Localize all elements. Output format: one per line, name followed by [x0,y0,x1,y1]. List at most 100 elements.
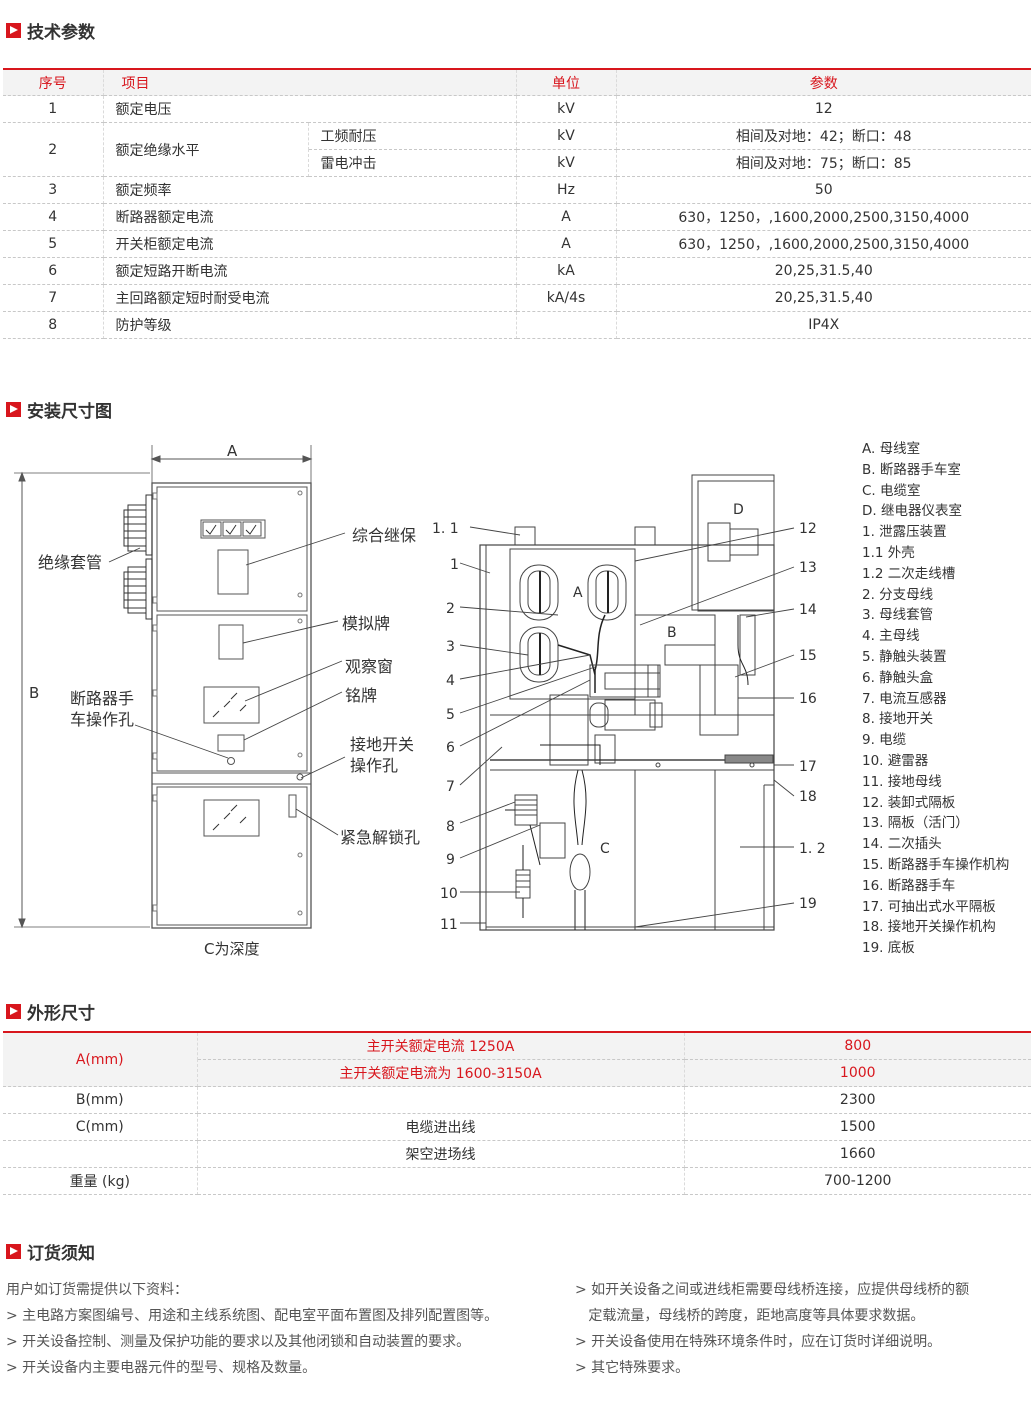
order-item: > 如开关设备之间或进线柜需要母线桥连接，应提供母线桥的额 [575,1282,970,1298]
callout-number: 5 [446,707,455,723]
relay-label: 综合继保 [352,526,416,545]
cell-no: 5 [3,230,104,258]
diagram-legend: A. 母线室 B. 断路器手车室 C. 电缆室 D. 继电器仪表室 1. 泄露压… [862,439,1009,959]
cell-item: 额定绝缘水平 [103,122,309,177]
nameplate-label: 铭牌 [345,686,377,705]
order-item: > 开关设备内主要电器元件的型号、规格及数量。 [6,1360,317,1376]
breaker-hole-label-1: 断路器手 [70,689,134,708]
callout-number: 2 [446,601,455,617]
cell-no: 8 [3,311,104,339]
cell-unit: kA/4s [516,284,617,312]
callout-number: 7 [446,779,455,795]
callout-number: 1. 1 [432,521,459,537]
cell-unit: A [516,230,617,258]
dim-b-label: B [29,684,39,702]
cell-no: 1 [3,95,104,123]
table-row: 8 防护等级 IP4X [3,311,1031,339]
room-d-label: D [733,502,744,518]
table-row: C(mm) 电缆进出线 1500 [3,1113,1031,1141]
section-header-tech: 技术参数 [6,18,95,43]
cell-condition [197,1086,685,1114]
cell-value: 1000 [684,1059,1031,1087]
red-arrow-icon [6,22,21,38]
depth-note: C为深度 [204,940,259,958]
room-a-label: A [573,585,583,601]
cell-unit [516,311,617,339]
header-cell: 单位 [516,68,617,96]
red-arrow-icon [6,401,21,417]
section-header-order: 订货须知 [6,1239,95,1264]
legend-item: 3. 母线套管 [862,607,934,624]
section-title: 外形尺寸 [27,1003,95,1024]
cell-unit: kV [516,122,617,150]
table-row: 主开关额定电流为 1600-3150A 1000 [3,1059,1031,1087]
table-row: A(mm) 主开关额定电流 1250A 800 [3,1031,1031,1087]
cell-condition: 架空进场线 [197,1140,685,1168]
header-cell: 序号 [3,68,104,96]
callout-number: 1 [450,557,459,573]
legend-item: 4. 主母线 [862,628,920,645]
cell-value: IP4X [616,311,1031,339]
legend-item: 11. 接地母线 [862,773,942,790]
callout-number: 9 [446,852,455,868]
cell-value: 20,25,31.5,40 [616,257,1031,285]
order-notes-left: 用户如订货需提供以下资料： > 主电路方案图编号、用途和主线系统图、配电室平面布… [6,1277,498,1381]
cell-no: 4 [3,203,104,231]
callout-number: 4 [446,673,455,689]
cell-unit: kV [516,95,617,123]
cell-unit: kV [516,149,617,177]
window-label: 观察窗 [345,657,393,676]
legend-item: 14. 二次插头 [862,836,942,853]
section-title: 订货须知 [27,1243,95,1264]
cell-item: 防护等级 [103,311,517,339]
callout-number: 18 [799,789,817,805]
order-item: > 开关设备控制、测量及保护功能的要求以及其他闭锁和自动装置的要求。 [6,1334,471,1350]
cell-item: 额定频率 [103,176,517,204]
red-arrow-icon [6,1243,21,1259]
callout-number: 3 [446,639,455,655]
cell-item: 额定短路开断电流 [103,257,517,285]
room-c-label: C [600,841,610,857]
mimic-label: 模拟牌 [342,614,390,633]
table-row: 3 额定频率 Hz 50 [3,176,1031,204]
legend-item: 5. 静触头装置 [862,648,947,665]
table-row: 5 开关柜额定电流 A 630，1250，,1600,2000,2500,315… [3,230,1031,258]
cell-value: 1660 [684,1140,1031,1168]
cell-no: 7 [3,284,104,312]
legend-item: D. 继电器仪表室 [862,503,962,520]
table-row: 4 断路器额定电流 A 630，1250，,1600,2000,2500,315… [3,203,1031,231]
cell-value: 700-1200 [684,1167,1031,1195]
cell-value: 相间及对地：42；断口：48 [616,122,1031,150]
legend-item: 13. 隔板（活门） [862,815,969,832]
callout-number: 11 [440,917,458,933]
table-row: 雷电冲击 kV 相间及对地：75；断口：85 [3,149,1031,177]
callout-number: 16 [799,691,817,707]
cell-unit: Hz [516,176,617,204]
table-row: B(mm) 2300 [3,1086,1031,1114]
cell-unit: kA [516,257,617,285]
table-row: 1 额定电压 kV 12 [3,95,1031,123]
cell-label: 重量 (kg) [3,1167,198,1195]
header-cell: 项目 [103,68,517,96]
dimensions-table: A(mm) 主开关额定电流 1250A 800 主开关额定电流为 1600-31… [3,1031,1031,1195]
callout-number: 17 [799,759,817,775]
section-title: 技术参数 [27,22,95,43]
legend-item: 9. 电缆 [862,732,907,749]
unlock-label: 紧急解锁孔 [340,828,420,847]
section-header-install: 安装尺寸图 [6,397,112,422]
order-item: > 开关设备使用在特殊环境条件时，应在订货时详细说明。 [575,1334,942,1350]
breaker-hole-label-2: 车操作孔 [70,710,134,729]
cell-condition: 主开关额定电流为 1600-3150A [197,1059,685,1087]
legend-item: 18. 接地开关操作机构 [862,919,996,936]
order-notes-right: > 如开关设备之间或进线柜需要母线桥连接，应提供母线桥的额 定载流量，母线桥的跨… [575,1277,969,1381]
order-item: 定载流量，母线桥的跨度，距地高度等具体要求数据。 [575,1308,925,1324]
cell-item: 主回路额定短时耐受电流 [103,284,517,312]
cell-value: 1500 [684,1113,1031,1141]
legend-item: A. 母线室 [862,441,921,457]
legend-item: 6. 静触头盒 [862,669,934,686]
front-view-diagram: A B C为深度 绝缘套管 综合继保 模拟牌 观察窗 铭牌 断路器手 车操作孔 … [14,442,420,958]
callout-number: 8 [446,819,455,835]
table-row: 重量 (kg) 700-1200 [3,1167,1031,1195]
cell-item: 开关柜额定电流 [103,230,517,258]
cell-value: 20,25,31.5,40 [616,284,1031,312]
